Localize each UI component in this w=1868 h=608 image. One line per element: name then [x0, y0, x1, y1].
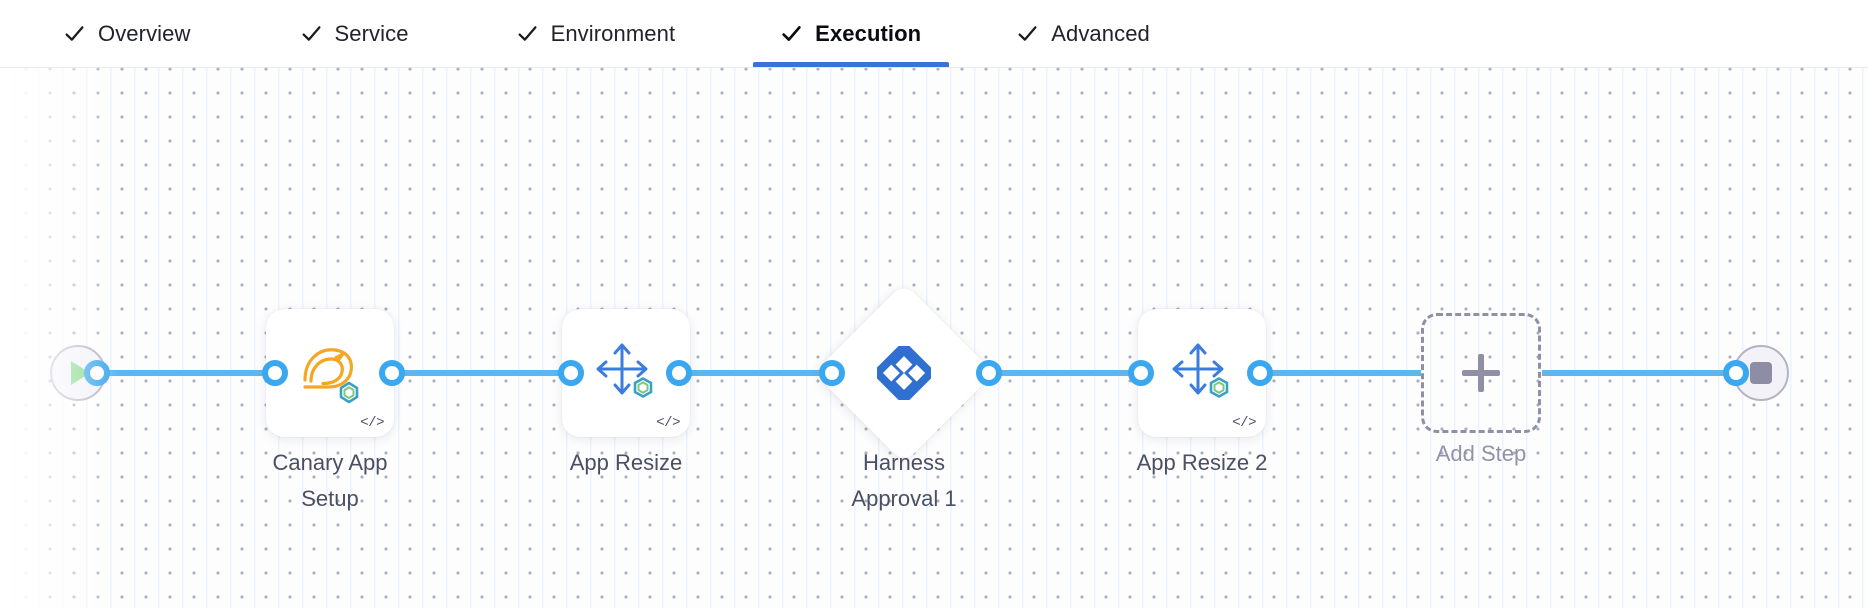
- connector-line: [90, 370, 275, 376]
- canary-bird-icon: [303, 348, 359, 404]
- connector-dot[interactable]: [666, 360, 692, 386]
- connector-line: [1253, 370, 1421, 376]
- tab-service[interactable]: Service: [273, 0, 437, 67]
- step-node-app-resize-2[interactable]: </> App Resize 2: [1137, 309, 1267, 475]
- stage-tab-bar: Overview Service Environment Execution A…: [0, 0, 1868, 68]
- canvas-left-fade: [0, 68, 120, 608]
- check-icon: [517, 23, 538, 44]
- tab-label: Overview: [98, 20, 191, 46]
- tab-execution[interactable]: Execution: [753, 0, 950, 67]
- step-label: Canary App Setup: [272, 450, 388, 511]
- add-step-box[interactable]: [1421, 313, 1541, 433]
- tab-label: Advanced: [1051, 20, 1150, 46]
- check-icon: [1017, 23, 1038, 44]
- check-icon: [301, 23, 322, 44]
- pipeline-canvas[interactable]: </> Canary App Setup </> App Resize: [0, 68, 1868, 608]
- step-label: App Resize 2: [1136, 450, 1268, 475]
- connector-dot[interactable]: [1247, 360, 1273, 386]
- tab-environment[interactable]: Environment: [489, 0, 704, 67]
- resize-arrows-icon: [596, 343, 653, 398]
- add-step-node[interactable]: Add Step: [1421, 313, 1541, 466]
- connector-dot[interactable]: [1128, 360, 1154, 386]
- connector-line: [982, 370, 1134, 376]
- step-label: App Resize: [569, 450, 683, 475]
- tab-label: Service: [334, 20, 409, 46]
- connector-line: [385, 370, 575, 376]
- connector-dot[interactable]: [558, 360, 584, 386]
- connector-line: [672, 370, 825, 376]
- tab-advanced[interactable]: Advanced: [989, 0, 1178, 67]
- add-step-label: Add Step: [1435, 441, 1527, 466]
- step-card[interactable]: </>: [1138, 309, 1266, 437]
- plus-icon: [1462, 354, 1500, 392]
- stop-icon: [1750, 362, 1772, 384]
- connector-dot[interactable]: [84, 360, 110, 386]
- step-node-harness-approval-1[interactable]: Harness Approval 1: [813, 282, 995, 511]
- connector-dot[interactable]: [1723, 360, 1749, 386]
- code-badge: </>: [1232, 415, 1256, 431]
- tab-label: Execution: [815, 20, 922, 46]
- connector-dot[interactable]: [976, 360, 1002, 386]
- step-label: Harness Approval 1: [851, 450, 957, 511]
- tab-label: Environment: [550, 20, 676, 46]
- connector-dot[interactable]: [262, 360, 288, 386]
- check-icon: [64, 23, 85, 44]
- connector-dot[interactable]: [379, 360, 405, 386]
- resize-arrows-icon: [1172, 343, 1229, 398]
- connector-line: [1542, 370, 1729, 376]
- connector-dot[interactable]: [819, 360, 845, 386]
- check-icon: [781, 23, 802, 44]
- tab-overview[interactable]: Overview: [36, 0, 219, 67]
- code-badge: </>: [360, 415, 384, 431]
- code-badge: </>: [656, 415, 680, 431]
